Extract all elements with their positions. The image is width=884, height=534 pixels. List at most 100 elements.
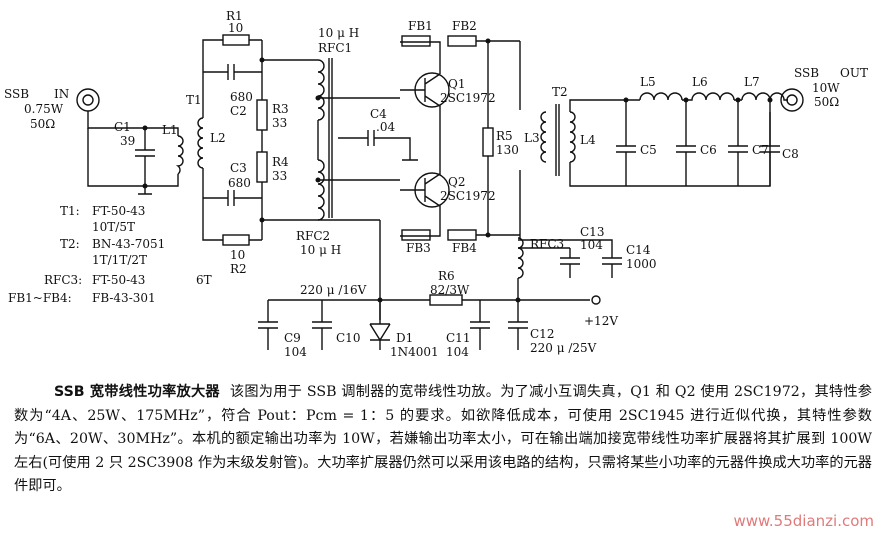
label-r2-value: 10: [230, 248, 245, 262]
capacitor-c5: [616, 100, 636, 186]
inductor-l5: [639, 92, 683, 101]
label-r6-value: 82/3W: [430, 283, 470, 297]
label-r3-value: 33: [272, 116, 287, 130]
input-connector: [76, 88, 100, 112]
choke-rfc3: [517, 237, 524, 279]
resistor-r2: [222, 234, 250, 246]
transistor-q2: [318, 140, 450, 237]
wire-l2: [202, 39, 223, 241]
label-q1-type: 2SC1972: [440, 91, 496, 105]
output-connector: [780, 88, 804, 112]
choke-core: [328, 58, 333, 218]
legend-key: FB1~FB4:: [8, 291, 72, 305]
label-rfc1: RFC1: [318, 41, 352, 55]
capacitor-c7: [728, 100, 748, 186]
label-r1-value: 10: [228, 21, 243, 35]
capacitor-c2: [203, 64, 262, 80]
capacitor-c8: [760, 100, 780, 186]
label-c12-value: 220 μ /25V: [530, 341, 597, 355]
legend-extra: 6T: [196, 273, 212, 287]
inductor-l6: [682, 92, 735, 101]
label-l5: L5: [640, 75, 656, 89]
inductor-l3: [540, 111, 547, 163]
label-c14: C14: [626, 243, 651, 257]
bead-fb4: [447, 229, 477, 241]
watermark: www.55dianzi.com: [733, 512, 874, 530]
label-c7: C7: [752, 143, 769, 157]
inductor-l7: [734, 92, 788, 101]
label-d1-type: 1N4001: [390, 345, 439, 359]
capacitor-c3: [203, 190, 262, 206]
capacitor-c4: [338, 130, 418, 161]
label-c9: C9: [284, 331, 301, 345]
caption: SSB 宽带线性功率放大器该图为用于 SSB 调制器的宽带线性功放。为了减小互调…: [14, 381, 872, 499]
resistor-r1: [222, 34, 250, 46]
label-out-impedance: 50Ω: [814, 95, 839, 109]
label-rfc3: RFC3: [530, 237, 564, 251]
label-l4: L4: [580, 133, 596, 147]
capacitor-c11: [470, 300, 490, 350]
label-r3: R3: [272, 102, 289, 116]
label-ssb-out: SSB: [794, 66, 819, 80]
legend-value: FB-43-301: [92, 291, 156, 305]
legend-key: RFC3:: [44, 273, 82, 287]
label-fb3: FB3: [406, 241, 431, 255]
label-c10: C10: [336, 331, 360, 345]
label-supply: +12V: [584, 314, 618, 328]
label-c8: C8: [782, 147, 799, 161]
caption-title: SSB 宽带线性功率放大器: [54, 384, 220, 400]
wire-collectors: [476, 40, 520, 236]
inductor-l4: [569, 111, 576, 163]
label-r1: R1: [226, 9, 243, 23]
label-r5: R5: [496, 129, 513, 143]
label-q2: Q2: [448, 175, 465, 189]
label-l1: L1: [162, 123, 178, 137]
resistor-r5: [482, 127, 494, 157]
label-r6: R6: [438, 269, 455, 283]
capacitor-c9: [258, 300, 278, 350]
capacitor-c6: [676, 100, 696, 186]
legend-value: BN-43-7051: [92, 237, 165, 251]
junction-dots: [142, 38, 773, 303]
label-l3: L3: [524, 131, 540, 145]
choke-rfc2: [317, 159, 325, 221]
wire-r1-r2: [249, 39, 262, 241]
label-c1-value: 39: [120, 134, 135, 148]
label-l7: L7: [744, 75, 760, 89]
bead-fb3: [401, 229, 431, 241]
label-c5: C5: [640, 143, 657, 157]
legend-value: FT-50-43: [92, 204, 145, 218]
bead-fb1: [401, 35, 431, 47]
resistor-r4: [256, 151, 268, 183]
label-ssb-in: SSB: [4, 87, 29, 101]
inductor-l1: [175, 135, 184, 175]
label-c11: C11: [446, 331, 470, 345]
supply-terminal: [591, 295, 601, 305]
wire-in-bottom: [87, 128, 179, 187]
label-in-impedance: 50Ω: [30, 117, 55, 131]
parts-legend: T1: FT-50-43 10T/5T T2: BN-43-7051 1T/1T…: [8, 204, 212, 305]
inductor-l2: [197, 117, 204, 169]
wire-in-top: [87, 111, 179, 136]
label-d1: D1: [396, 331, 413, 345]
label-fb4: FB4: [452, 241, 477, 255]
label-rfc2: RFC2: [296, 229, 330, 243]
wire-bias-stack: [261, 40, 318, 240]
label-out-power: 10W: [812, 81, 840, 95]
label-c2: C2: [230, 104, 247, 118]
label-c12: C12: [530, 327, 554, 341]
label-c4-value: .04: [376, 120, 395, 134]
label-l2: L2: [210, 131, 226, 145]
legend-value: FT-50-43: [92, 273, 145, 287]
capacitor-c12: [508, 300, 528, 350]
diode-d1: [369, 300, 391, 350]
label-r4-value: 33: [272, 169, 287, 183]
label-c2-value: 680: [230, 90, 253, 104]
legend-key: T1:: [60, 204, 80, 218]
resistor-r3: [256, 99, 268, 131]
label-c13-value: 104: [580, 238, 603, 252]
label-out: OUT: [840, 66, 868, 80]
label-q2-type: 2SC1972: [440, 189, 496, 203]
label-c13: C13: [580, 225, 604, 239]
